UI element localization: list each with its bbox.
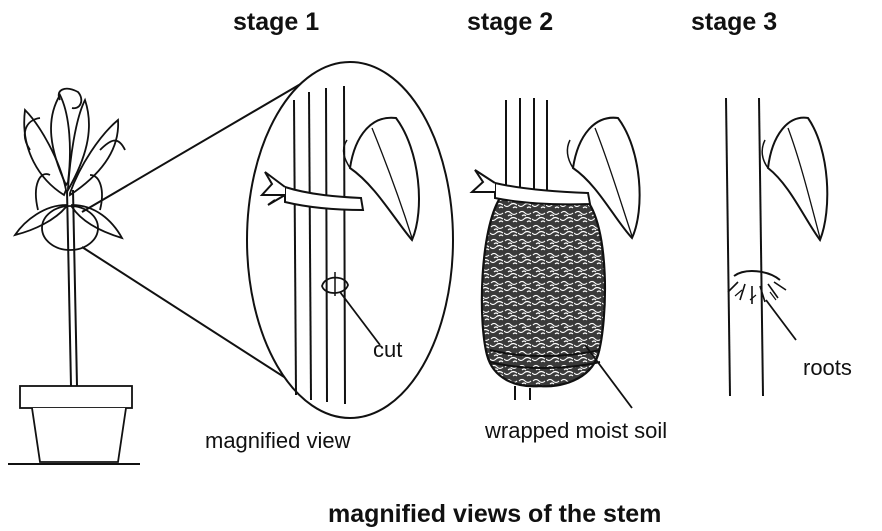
stage-2-wrapped-soil <box>472 98 640 408</box>
magnified-region-circle <box>42 206 98 250</box>
magnified-view-label: magnified view <box>205 428 351 454</box>
wrapped-soil-label: wrapped moist soil <box>485 418 667 444</box>
roots-label: roots <box>803 355 852 381</box>
pot-rim <box>20 386 132 408</box>
soil-bundle <box>482 192 605 386</box>
stage-3-rooted-stem <box>726 98 827 396</box>
potted-plant <box>8 89 140 464</box>
stage-2-title: stage 2 <box>467 8 553 37</box>
pot-body <box>32 408 126 462</box>
stage-1-title: stage 1 <box>233 8 319 37</box>
stage-3-title: stage 3 <box>691 8 777 37</box>
cut-label: cut <box>373 337 402 363</box>
stage-1-magnified-oval <box>247 62 453 418</box>
figure-footer: magnified views of the stem <box>328 500 661 529</box>
